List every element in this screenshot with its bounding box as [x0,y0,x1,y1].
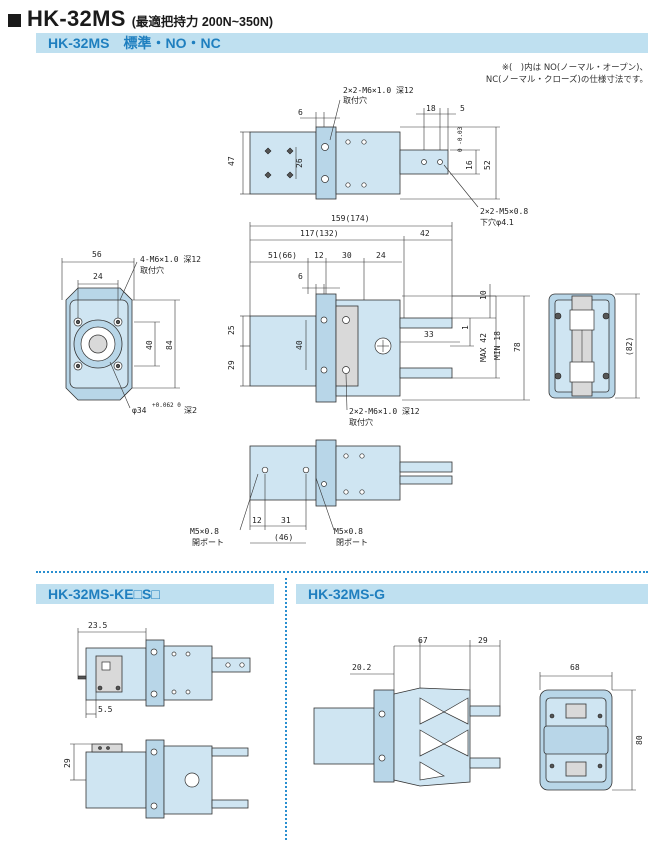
g-cylinder [313,707,375,765]
title-square-icon [8,14,21,27]
dim-p46: (46) [274,533,293,542]
dim-front-phi-tol: +0.062 0 [152,402,181,409]
bottom-cylinder [249,445,317,501]
grip-force-subtitle: (最適把持力 200N~350N) [131,15,274,29]
dim-25: 25 [227,325,236,335]
dim-26: 26 [295,158,304,168]
ke-variant-top [77,628,251,718]
dim-g-67: 67 [418,636,428,645]
dim-ke-29: 29 [63,758,72,768]
dim-p12: 12 [252,516,262,525]
dim-16-tol: 0 -0.03 [457,126,464,152]
section-bar-ke: HK-32MS-KE□S□ [36,584,274,604]
dim-6a: 6 [298,108,303,117]
dim-front-deep: 深2 [184,406,197,415]
section-divider [36,571,648,573]
dim-mid-hole: 2×2-M6×1.0 深12 [349,407,420,416]
dim-g-29: 29 [478,636,488,645]
dim-top-hole-sub: 取付穴 [343,95,367,105]
port-open-spec: M5×0.8 [190,527,219,536]
top-view [240,99,500,208]
spec-note-line2: NC(ノーマル・クローズ)の仕様寸法です。 [485,75,648,85]
dim-6b: 6 [298,272,303,281]
dim-mid-hole-sub: 取付穴 [349,417,373,427]
dim-51: 51(66) [268,251,297,260]
dim-33: 33 [424,330,434,339]
bottom-view [239,439,453,544]
dim-1: 1 [461,325,470,330]
dim-42: 42 [420,229,430,238]
dim-159: 159(174) [331,214,370,223]
port-close-label: 閉ポート [336,538,368,547]
dim-117: 117(132) [300,229,339,238]
dim-24: 24 [376,251,386,260]
spec-note-line1: ※( )内は NO(ノーマル・オープン)、 [501,63,648,73]
right-side-view [548,293,640,399]
dim-front-hole-sub: 取付穴 [140,265,164,275]
close-port-icon [302,466,310,474]
dim-min18: MIN 18 [493,331,502,360]
dim-52: 52 [483,160,492,170]
dim-front-56: 56 [92,250,102,259]
g-variant-end [539,672,636,791]
bottom-flange [315,439,337,507]
dim-5: 5 [460,104,465,113]
dim-ke-55: 5.5 [98,705,113,714]
dim-front-24: 24 [93,272,103,281]
top-view-flange [315,126,337,200]
page-title: HK-32MS (最適把持力 200N~350N) [8,6,273,32]
dim-30: 30 [342,251,352,260]
dim-front-hole: 4-M6×1.0 深12 [140,255,201,264]
dim-ke-235: 23.5 [88,621,107,630]
side-flange [315,293,337,403]
front-view [61,258,180,409]
dim-47: 47 [227,156,236,166]
side-elevation [240,222,530,411]
side-finger-lower [399,367,453,379]
g-flange [373,689,395,783]
section-bar-standard: HK-32MS 標準・NO・NC [36,33,648,53]
open-port-icon [261,466,269,474]
section-divider-vertical [285,578,287,840]
dim-12: 12 [314,251,324,260]
dim-m5-sub: 下穴φ4.1 [480,217,514,227]
dim-front-40: 40 [145,340,154,350]
dim-78: 78 [513,342,522,352]
dim-18: 18 [426,104,436,113]
dim-g-80: 80 [635,735,644,745]
side-finger-upper [399,317,453,329]
dim-40: 40 [295,340,304,350]
port-open-label: 開ポート [192,538,224,547]
dim-g-202: 20.2 [352,663,371,672]
side-cylinder [249,315,317,387]
dim-10: 10 [479,290,488,300]
dim-front-84: 84 [165,340,174,350]
dim-g-68: 68 [570,663,580,672]
ke-side-cylinder [85,751,147,809]
top-view-cylinder [249,131,317,195]
dim-front-phi: φ34 [132,406,147,415]
dim-top-hole: 2×2-M6×1.0 深12 [343,86,414,95]
dim-29: 29 [227,360,236,370]
dim-side-82: (82) [625,337,634,356]
dim-p31: 31 [281,516,291,525]
g-variant-side [313,640,501,787]
section-bar-g: HK-32MS-G [296,584,648,604]
model-name: HK-32MS [27,6,126,31]
ke-variant-side [70,739,249,819]
dim-max42: MAX 42 [479,333,488,362]
spec-note: ※( )内は NO(ノーマル・オープン)、 NC(ノーマル・クローズ)の仕様寸法… [430,62,648,86]
port-close-spec: M5×0.8 [334,527,363,536]
dim-16: 16 [465,160,474,170]
dim-m5: 2×2-M5×0.8 [480,207,528,216]
